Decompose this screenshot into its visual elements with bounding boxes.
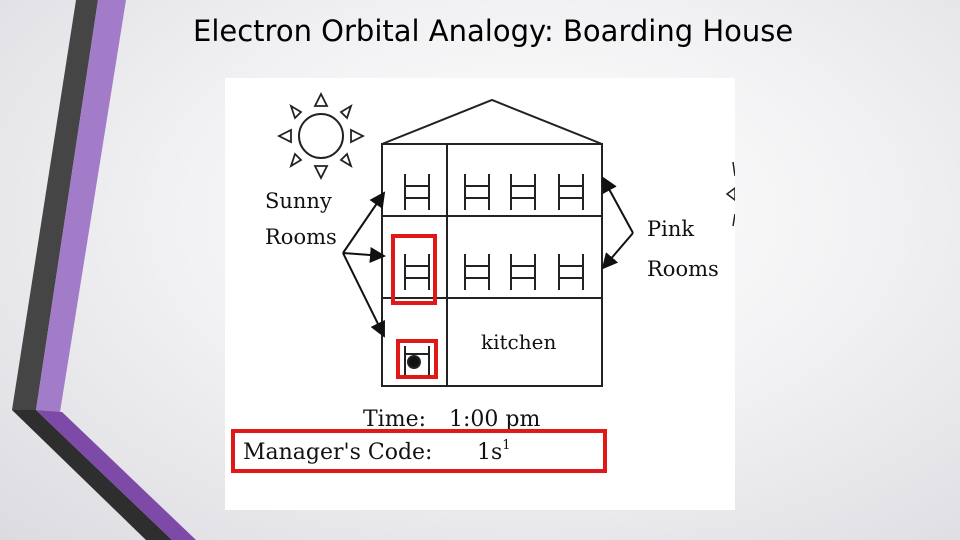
house-roof: [381, 98, 603, 145]
pink-rooms-arrows: [601, 176, 634, 270]
highlight-box-managers-code: [231, 429, 607, 473]
time-value: 1:00 pm: [449, 407, 540, 432]
bed-icon: [404, 254, 430, 290]
middle-floor-beds: [404, 254, 584, 290]
managers-code-label: Manager's Code:: [243, 440, 432, 465]
pink-rooms-label-line1: Pink: [647, 217, 694, 241]
bed-icon: [558, 254, 584, 290]
sunny-rooms-arrows: [342, 191, 386, 338]
ground-floor-occupied-bed: [404, 346, 430, 378]
top-floor-beds: [404, 174, 584, 210]
highlight-box-occupied-bed: [396, 339, 438, 379]
boarding-house-diagram: kitchen Sunny Rooms Pink Rooms Time: 1:0…: [225, 78, 735, 510]
accent-dark-bar: [12, 0, 98, 410]
sunny-rooms-label-line2: Rooms: [265, 225, 337, 249]
highlight-boxes: [231, 234, 607, 473]
accent-dark-diagonal: [12, 410, 172, 540]
sun-icon: [276, 91, 366, 181]
highlight-box-middle-bed: [391, 234, 437, 305]
electron-dot-icon: [407, 355, 421, 369]
slide-title: Electron Orbital Analogy: Boarding House: [193, 14, 794, 48]
managers-code-value: 1s1: [477, 438, 511, 465]
bed-icon: [464, 174, 490, 210]
managers-code-superscript: 1: [502, 438, 510, 453]
partial-sun-icon: [725, 161, 735, 227]
bed-icon: [510, 174, 536, 210]
kitchen-label: kitchen: [481, 330, 556, 354]
bed-icon: [510, 254, 536, 290]
pink-rooms-label-line2: Rooms: [647, 257, 719, 281]
accent-purple-bar: [36, 0, 126, 412]
bed-icon: [404, 174, 430, 210]
time-label: Time:: [363, 407, 426, 432]
sunny-rooms-label-line1: Sunny: [265, 189, 332, 213]
bed-icon: [464, 254, 490, 290]
bed-icon: [558, 174, 584, 210]
accent-purple-diagonal: [36, 410, 196, 540]
